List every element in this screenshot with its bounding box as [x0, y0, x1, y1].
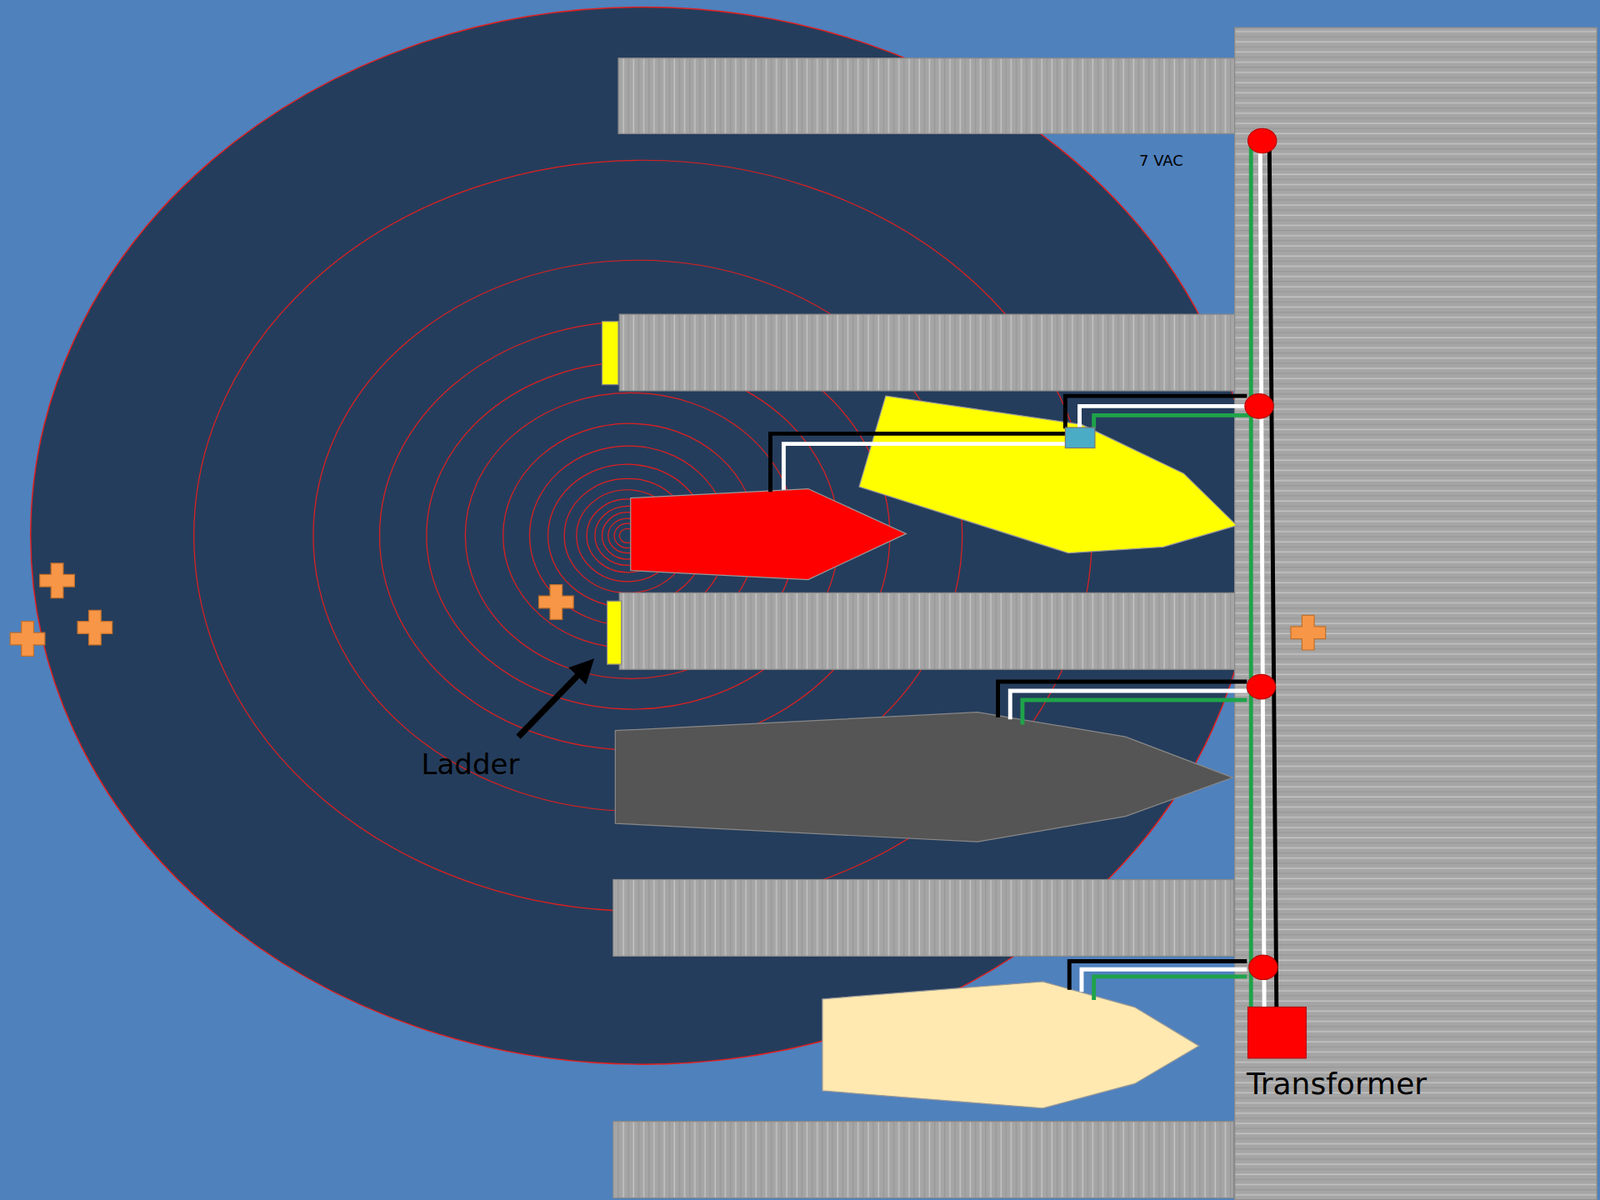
ground-wire	[1022, 700, 1247, 725]
neutral-wire	[783, 444, 1065, 490]
ladder-label: Ladder	[421, 747, 520, 781]
hot-wire	[1269, 142, 1277, 1010]
finger-pier	[619, 314, 1240, 391]
ground-wire	[1094, 976, 1248, 1000]
power-pedestal	[1246, 674, 1275, 699]
pedestals	[1245, 128, 1278, 980]
ground-wire	[1249, 142, 1254, 1010]
ground-wire	[1094, 415, 1250, 429]
finger-pier	[613, 1121, 1234, 1199]
docks	[613, 27, 1597, 1200]
power-pedestal	[1245, 394, 1274, 419]
neutral-wire	[1081, 969, 1247, 992]
transformer-box	[1248, 1007, 1307, 1059]
hot-wire	[770, 433, 1065, 492]
neutral-wire	[1010, 690, 1247, 720]
finger-pier	[618, 58, 1239, 135]
swimmer-cross	[1290, 615, 1326, 650]
ladder	[601, 321, 619, 385]
ladder	[607, 600, 622, 665]
boat-yellow	[859, 395, 1237, 554]
swimmers	[10, 563, 1325, 656]
boat-grey	[615, 712, 1233, 843]
transformer-label: Transformer	[1246, 1066, 1427, 1101]
field-area	[30, 7, 1255, 1065]
boat-red	[630, 489, 907, 580]
wiring	[770, 142, 1276, 1010]
finger-pier	[613, 880, 1234, 957]
swimmer-cross	[77, 610, 113, 645]
power-pedestal	[1248, 128, 1277, 153]
leader-arrow	[518, 667, 586, 737]
main-dock	[1235, 27, 1598, 1200]
boat-cream	[822, 981, 1200, 1109]
swimmer-cross	[40, 563, 75, 599]
isolation-box	[1065, 427, 1095, 448]
swimmer-cross	[539, 585, 575, 620]
voltage-label: 7 VAC	[1139, 151, 1184, 170]
finger-pier	[619, 592, 1240, 670]
neutral-wire	[1080, 405, 1250, 429]
power-pedestal	[1249, 955, 1278, 980]
swimmer-cross	[10, 621, 45, 657]
neutral-wire	[1260, 142, 1265, 1010]
